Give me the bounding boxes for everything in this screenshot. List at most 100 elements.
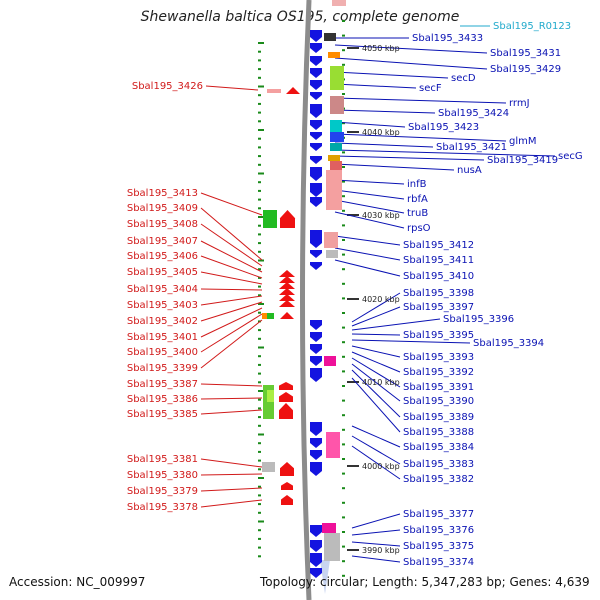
minor-tick-left — [258, 381, 261, 384]
gene-label-sbal195-3394: Sbal195_3394 — [473, 338, 544, 349]
gene-block-left — [267, 313, 274, 319]
gene-label-nusa: nusA — [457, 165, 482, 176]
gene-arrow-forward — [310, 462, 322, 476]
minor-tick-left — [258, 189, 261, 192]
gene-label-sbal195-3390: Sbal195_3390 — [403, 396, 474, 407]
gene-arrow-reverse — [280, 210, 295, 228]
gene-label-infb: infB — [407, 179, 427, 190]
leader-line-sbal195-3398 — [351, 292, 401, 323]
minor-tick-right — [342, 385, 345, 387]
minor-tick-right — [342, 49, 345, 52]
minor-tick-right — [342, 93, 345, 95]
minor-tick-right — [342, 282, 345, 285]
tick-label-4000-kbp: 4000 kbp — [362, 462, 400, 471]
minor-tick-left — [258, 372, 261, 375]
minor-tick-right — [342, 312, 345, 314]
gene-label-sbal195-3431: Sbal195_3431 — [490, 48, 561, 59]
leader-line-sbal195-3375 — [351, 541, 401, 547]
gene-arrow-forward — [310, 344, 322, 354]
minor-tick-left — [258, 311, 261, 314]
gene-label-sbal195-3391: Sbal195_3391 — [403, 382, 474, 393]
gene-block — [328, 52, 340, 58]
leader-line-sbal195-3419 — [334, 155, 485, 161]
tick-label-4050-kbp: 4050 kbp — [362, 44, 400, 53]
minor-tick-right — [342, 487, 345, 490]
tick-label-4030-kbp: 4030 kbp — [362, 211, 400, 220]
minor-tick-left — [258, 442, 261, 445]
leader-line-sbal195-3396 — [351, 318, 441, 331]
leader-line-sbal195-3407 — [200, 240, 263, 273]
gene-label-rrmj: rrmJ — [509, 98, 530, 109]
leader-line-sbal195-3378 — [200, 499, 263, 508]
gene-block — [330, 96, 344, 114]
leader-line-sbal195-3388 — [351, 377, 401, 433]
gene-label-sbal195-3409: Sbal195_3409 — [127, 203, 198, 214]
gene-arrow-forward — [310, 197, 322, 207]
tick-label-4020-kbp: 4020 kbp — [362, 295, 400, 304]
leader-line-sbal195-3386 — [200, 397, 263, 400]
leader-line-sbal195-3405 — [200, 271, 263, 285]
gene-label-sbal195-r0123: Sbal195_R0123 — [493, 21, 571, 32]
leader-line-sbal195-3424 — [334, 109, 436, 114]
leader-line-sbal195-3397 — [351, 306, 401, 327]
minor-tick-left — [258, 129, 264, 131]
minor-tick-right — [342, 326, 345, 329]
leader-line-sbal195-3421 — [334, 142, 434, 148]
minor-tick-right — [342, 531, 345, 533]
gene-label-sbal195-3407: Sbal195_3407 — [127, 236, 198, 247]
minor-tick-left — [258, 337, 261, 340]
gene-arrow-forward — [310, 422, 322, 436]
leader-line-sbal195-3394 — [351, 339, 471, 344]
gene-label-sbal195-3406: Sbal195_3406 — [127, 251, 198, 262]
gene-arrow-reverse — [279, 392, 293, 402]
gene-label-sbal195-3423: Sbal195_3423 — [408, 122, 479, 133]
gene-label-sbal195-3405: Sbal195_3405 — [127, 267, 198, 278]
minor-tick-left — [258, 285, 261, 288]
leader-line-sbal195-3395 — [351, 333, 401, 336]
minor-tick-left — [258, 537, 261, 540]
major-tick — [347, 381, 359, 383]
gene-block — [330, 120, 342, 132]
minor-tick-left — [258, 459, 261, 462]
backbone-end-marker — [320, 560, 330, 594]
minor-tick-right — [342, 458, 345, 460]
gene-block — [324, 533, 340, 561]
gene-arrow-forward — [310, 143, 322, 151]
gene-label-sbal195-3380: Sbal195_3380 — [127, 470, 198, 481]
minor-tick-left — [258, 303, 264, 305]
gene-block — [332, 0, 346, 6]
minor-tick-left — [258, 94, 261, 97]
minor-tick-right — [342, 355, 345, 358]
minor-tick-left — [258, 555, 261, 558]
leader-line-sbal195-3429 — [334, 57, 488, 70]
minor-tick-left — [258, 477, 264, 479]
leader-line-secg — [334, 149, 556, 157]
minor-tick-left — [258, 111, 261, 114]
minor-tick-right — [342, 166, 345, 168]
gene-block — [324, 356, 336, 366]
gene-arrow-reverse — [279, 300, 295, 307]
minor-tick-left — [258, 259, 264, 262]
gene-label-sbal195-3413: Sbal195_3413 — [127, 188, 198, 199]
minor-tick-right — [342, 224, 345, 227]
gene-label-sbal195-3397: Sbal195_3397 — [403, 302, 474, 313]
gene-block-left — [262, 462, 275, 472]
leader-line-sbal195-3423 — [334, 121, 406, 128]
minor-tick-right — [342, 370, 345, 373]
major-tick — [347, 47, 359, 49]
gene-label-sbal195-3426: Sbal195_3426 — [132, 81, 203, 92]
gene-label-sbal195-3378: Sbal195_3378 — [127, 502, 198, 513]
leader-line-sbal195-3389 — [351, 369, 401, 418]
leader-line-sbal195-3411 — [334, 247, 401, 261]
minor-tick-right — [342, 122, 345, 125]
gene-label-sbal195-3412: Sbal195_3412 — [403, 240, 474, 251]
minor-tick-right — [342, 209, 345, 212]
gene-arrow-reverse — [286, 87, 300, 94]
leader-line-secf — [334, 83, 417, 89]
gene-arrow-forward — [310, 30, 322, 42]
minor-tick-left — [258, 233, 261, 236]
minor-tick-right — [342, 63, 345, 66]
gene-label-sbal195-3374: Sbal195_3374 — [403, 557, 474, 568]
gene-arrow-forward — [310, 80, 322, 90]
